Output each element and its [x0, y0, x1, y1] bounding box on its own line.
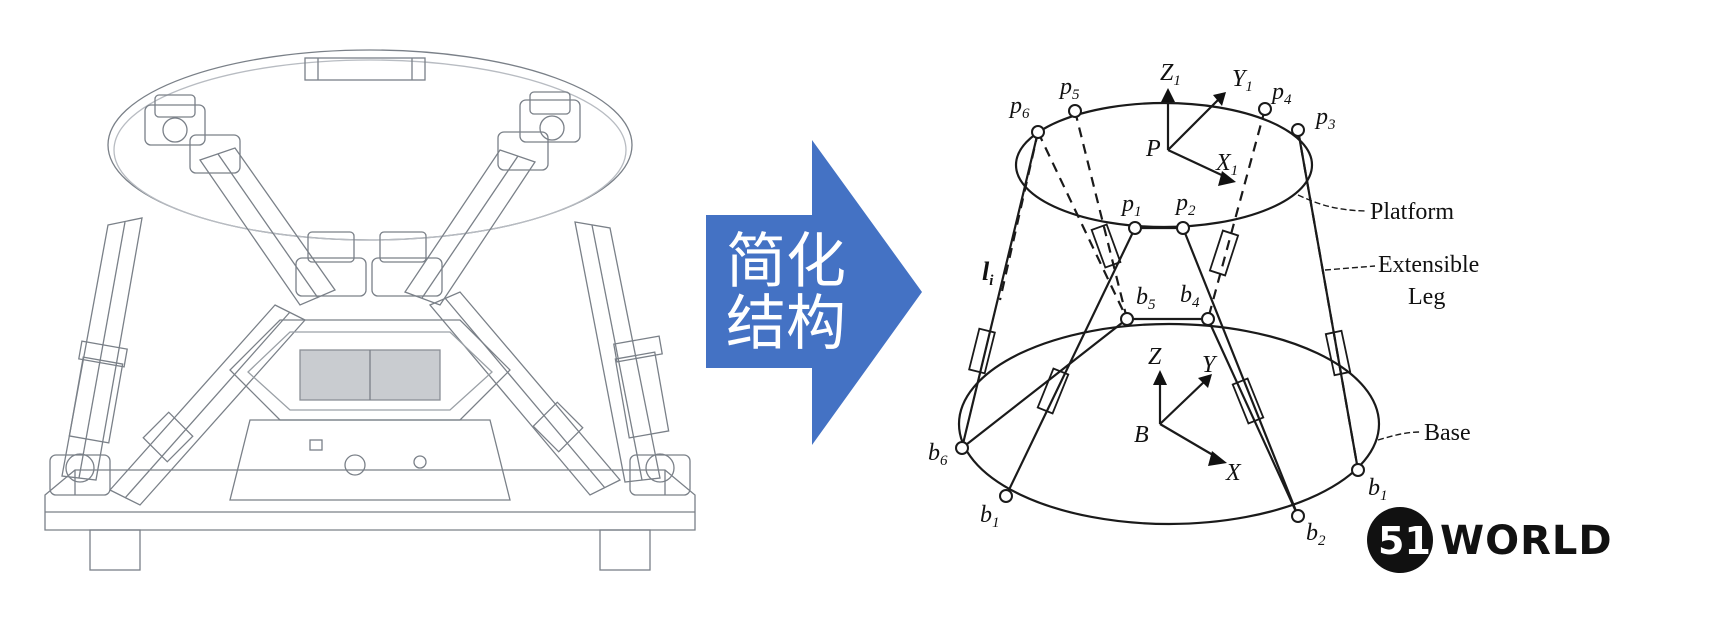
platform-leader — [1297, 194, 1366, 212]
leg-p6-b6 — [960, 131, 1040, 449]
leg-diagonal-3 — [108, 304, 307, 506]
leg-leader — [1324, 265, 1376, 271]
leg-right-outer — [574, 221, 670, 483]
label-base-x: X — [1225, 460, 1242, 486]
platform-ellipse — [1014, 101, 1314, 229]
label-top-x: X1 — [1215, 150, 1238, 179]
callout-extensible: Extensible — [1378, 252, 1479, 278]
schematic-diagram — [955, 88, 1421, 526]
label-base-y: Y — [1202, 352, 1218, 378]
label-p1: p1 — [1120, 191, 1142, 220]
leg-p2-b2 — [1181, 227, 1300, 517]
label-top-origin: P — [1145, 136, 1161, 162]
logo-mark — [1367, 507, 1433, 573]
label-b5: b5 — [1136, 284, 1156, 313]
leg-p4-b4 — [1206, 108, 1267, 320]
top-joint-front — [295, 231, 443, 297]
top-plate-inner — [113, 59, 627, 241]
logo-wordmark: WORLD — [1440, 518, 1613, 564]
label-top-y: Y1 — [1232, 66, 1253, 95]
stewart-platform-drawing — [44, 49, 696, 571]
callout-leg: Leg — [1408, 284, 1445, 310]
label-b4: b4 — [1180, 282, 1200, 311]
leg-b4-b2 — [1206, 318, 1300, 517]
label-b1-right: b1 — [1368, 475, 1388, 504]
leg-diagonal-2 — [404, 149, 537, 306]
label-b6: b6 — [928, 440, 948, 469]
base-plate — [44, 453, 696, 571]
base-ellipse — [957, 322, 1381, 526]
callout-platform: Platform — [1370, 199, 1454, 225]
schematic-labels: p6 p5 p4 p3 p1 p2 b6 b1 b2 b1 b5 b4 P Z1… — [928, 60, 1479, 549]
central-box — [229, 319, 511, 501]
joint-circles — [955, 102, 1365, 523]
leg-p5-b5 — [1073, 110, 1129, 320]
label-p5: p5 — [1058, 74, 1080, 103]
arrow-label-line1: 简化 — [726, 227, 846, 297]
leg-diagonal-4 — [428, 291, 622, 496]
simplify-arrow: 简化 结构 — [706, 140, 922, 445]
leg-p3-b1 — [1296, 129, 1360, 471]
label-top-z: Z1 — [1160, 60, 1181, 89]
top-joint-left — [144, 94, 241, 174]
base-leader — [1377, 431, 1421, 441]
label-base-origin: B — [1134, 422, 1149, 448]
label-p3: p3 — [1314, 104, 1336, 133]
arrow-shape — [706, 140, 922, 445]
label-p2: p2 — [1174, 190, 1196, 219]
label-b1-left: b1 — [980, 502, 1000, 531]
top-joint-right — [497, 91, 581, 171]
base-coordinate-frame — [1153, 370, 1227, 466]
label-leg-li: li — [982, 257, 994, 289]
brand-logo: 51 WORLD — [1367, 507, 1613, 573]
label-p4: p4 — [1270, 79, 1292, 108]
top-coordinate-frame — [1161, 88, 1236, 186]
callout-base: Base — [1424, 420, 1471, 446]
label-p6: p6 — [1008, 93, 1030, 122]
leg-diagonal-1 — [198, 147, 336, 306]
leg-p6-b6-dash — [998, 131, 1040, 301]
top-plate-bracket — [304, 57, 426, 81]
actuator-cylinders — [968, 223, 1352, 425]
label-b2: b2 — [1306, 520, 1326, 549]
arrow-label-line2: 结构 — [726, 289, 846, 359]
leg-b5-b6 — [961, 318, 1128, 449]
label-base-z: Z — [1148, 344, 1162, 370]
leg-p6-b5 — [1037, 131, 1128, 320]
logo-mark-text: 51 — [1378, 519, 1431, 563]
leg-left-outer — [61, 217, 143, 481]
